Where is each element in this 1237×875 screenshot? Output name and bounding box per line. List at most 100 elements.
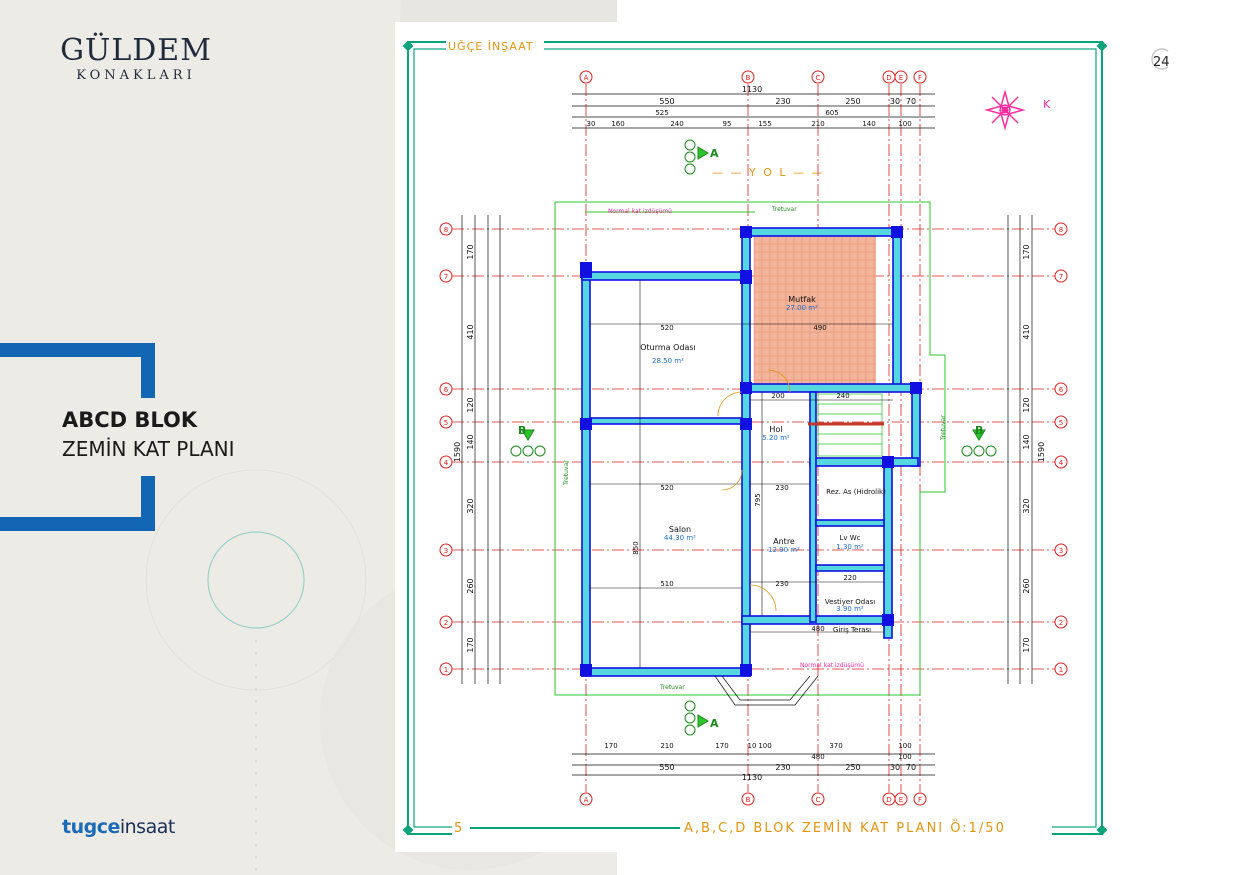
axis-row-6-right: 6 bbox=[1059, 386, 1064, 394]
room-vestiyer-area: 3.90 m² bbox=[836, 605, 864, 613]
room-oturma-area: 28.50 m² bbox=[652, 357, 684, 365]
door-swings bbox=[717, 369, 791, 612]
row-axis-bubbles bbox=[439, 222, 1068, 676]
room-oturma-name: Oturma Odası bbox=[640, 343, 696, 352]
dim-top-160: 160 bbox=[611, 120, 624, 128]
header-label-bg bbox=[446, 38, 544, 52]
dim-220: 220 bbox=[843, 574, 856, 582]
axis-row-6-left: 6 bbox=[444, 386, 449, 394]
dim-bot-70: 70 bbox=[906, 763, 916, 772]
axis-col-d-bottom: D bbox=[886, 796, 891, 804]
dim-bot-550: 550 bbox=[659, 763, 674, 772]
dim-bot-170a: 170 bbox=[604, 742, 617, 750]
dim-bot-100a: 100 bbox=[758, 742, 771, 750]
section-markers bbox=[510, 139, 997, 736]
dim-right-170a: 170 bbox=[1022, 244, 1031, 259]
axis-row-5-right: 5 bbox=[1059, 419, 1063, 427]
sheet-title: A,B,C,D BLOK ZEMİN KAT PLANI Ö:1/50 bbox=[684, 819, 1006, 836]
room-wc-area: 1.30 m² bbox=[836, 543, 864, 551]
room-antre-name: Antre bbox=[773, 537, 795, 546]
interior-dimension-text: 520 490 520 510 230 230 200 240 480 220 … bbox=[632, 324, 857, 633]
axis-row-8-left: 8 bbox=[444, 226, 448, 234]
logo-sub-text: KONAKLARI bbox=[76, 68, 196, 83]
dim-bot-total: 1130 bbox=[742, 773, 762, 782]
section-title-regular: ZEMİN KAT PLANI bbox=[62, 437, 235, 461]
dim-bot-170b: 170 bbox=[715, 742, 728, 750]
side-dimension-text: 1590 170 410 120 140 320 260 170 1590 17… bbox=[453, 244, 1046, 652]
company-sub: insaat bbox=[119, 816, 175, 838]
sheet-number: 5 bbox=[454, 821, 462, 836]
axis-col-a-bottom: A bbox=[584, 796, 589, 804]
axis-col-d-top: D bbox=[886, 74, 891, 82]
column-axis-bubbles bbox=[579, 70, 927, 806]
dim-bot-370: 370 bbox=[829, 742, 842, 750]
dim-top-30b: 30 bbox=[587, 120, 596, 128]
axis-row-2-right: 2 bbox=[1059, 619, 1063, 627]
axis-row-3-left: 3 bbox=[444, 547, 448, 555]
side-dimension-lines bbox=[461, 215, 1033, 684]
axis-row-8-right: 8 bbox=[1059, 226, 1063, 234]
section-b-left: B bbox=[518, 424, 526, 437]
axis-col-c-top: C bbox=[816, 74, 821, 82]
note-normal-kat-top: Normal kat izdüşümü bbox=[608, 208, 672, 215]
dim-top-30: 30 bbox=[890, 97, 900, 106]
dim-right-140: 140 bbox=[1022, 434, 1031, 449]
dim-left-170a: 170 bbox=[466, 244, 475, 259]
room-salon-name: Salon bbox=[669, 525, 691, 534]
room-mutfak-name: Mutfak bbox=[788, 295, 816, 304]
axis-col-c-bottom: C bbox=[816, 796, 821, 804]
interior-dimension-lines bbox=[590, 280, 893, 668]
dim-left-total: 1590 bbox=[453, 442, 462, 462]
dim-top-total: 1130 bbox=[742, 85, 762, 94]
row-axis-labels: 8 7 6 5 4 3 2 1 8 7 6 5 4 3 2 1 bbox=[444, 226, 1064, 674]
dim-230-b: 230 bbox=[775, 580, 788, 588]
axis-col-e-top: E bbox=[899, 74, 903, 82]
company-main: tugce bbox=[62, 816, 120, 838]
axis-col-b-bottom: B bbox=[746, 796, 751, 804]
axis-row-7-left: 7 bbox=[444, 273, 448, 281]
row-axis-lines bbox=[452, 228, 1056, 670]
guldem-logo: GÜLDEM KONAKLARI bbox=[60, 33, 212, 84]
axis-row-2-left: 2 bbox=[444, 619, 448, 627]
room-salon-area: 44.30 m² bbox=[664, 534, 696, 542]
dim-bot-100b: 100 bbox=[898, 742, 911, 750]
logo-main-text: GÜLDEM bbox=[60, 33, 212, 68]
dim-left-320: 320 bbox=[466, 498, 475, 513]
section-title-bold: ABCD BLOK bbox=[62, 408, 198, 432]
axis-row-7-right: 7 bbox=[1059, 273, 1063, 281]
dim-480: 480 bbox=[811, 625, 824, 633]
blue-bracket-decoration bbox=[0, 343, 155, 531]
top-dimension-text: 1130 550 230 250 30 70 525 605 30 160 24… bbox=[587, 85, 917, 782]
road-label: — — Y O L — — bbox=[712, 166, 825, 179]
dim-top-140: 140 bbox=[862, 120, 875, 128]
dim-850: 850 bbox=[632, 541, 640, 554]
axis-col-a-top: A bbox=[584, 74, 589, 82]
note-tretuvar-left: Tretuvar bbox=[563, 460, 570, 486]
dim-bot-210: 210 bbox=[660, 742, 673, 750]
dim-240: 240 bbox=[836, 392, 849, 400]
dim-right-410: 410 bbox=[1022, 324, 1031, 339]
sheet-frame bbox=[402, 40, 1108, 836]
column-axis-lines bbox=[585, 84, 921, 792]
section-a-top: A bbox=[710, 147, 719, 160]
dim-top-605: 605 bbox=[825, 109, 838, 117]
axis-row-3-right: 3 bbox=[1059, 547, 1063, 555]
dim-490: 490 bbox=[813, 324, 826, 332]
dim-bot-250: 250 bbox=[845, 763, 860, 772]
dim-top-100: 100 bbox=[898, 120, 911, 128]
axis-col-b-top: B bbox=[746, 74, 751, 82]
dim-top-210: 210 bbox=[811, 120, 824, 128]
dim-top-155: 155 bbox=[758, 120, 771, 128]
section-a-bottom: A bbox=[710, 717, 719, 730]
north-arrow bbox=[984, 89, 1026, 131]
note-tretuvar-top: Tretuvar bbox=[771, 206, 797, 213]
dim-510: 510 bbox=[660, 580, 673, 588]
tugce-insaat-logo: tugceinsaat bbox=[62, 816, 175, 838]
dim-top-70: 70 bbox=[906, 97, 916, 106]
dim-top-525: 525 bbox=[655, 109, 668, 117]
page-number-ring bbox=[1151, 48, 1169, 70]
room-hol-area: 5.20 m² bbox=[762, 434, 790, 442]
dim-top-250: 250 bbox=[845, 97, 860, 106]
dim-right-120: 120 bbox=[1022, 397, 1031, 412]
dim-left-170b: 170 bbox=[466, 637, 475, 652]
